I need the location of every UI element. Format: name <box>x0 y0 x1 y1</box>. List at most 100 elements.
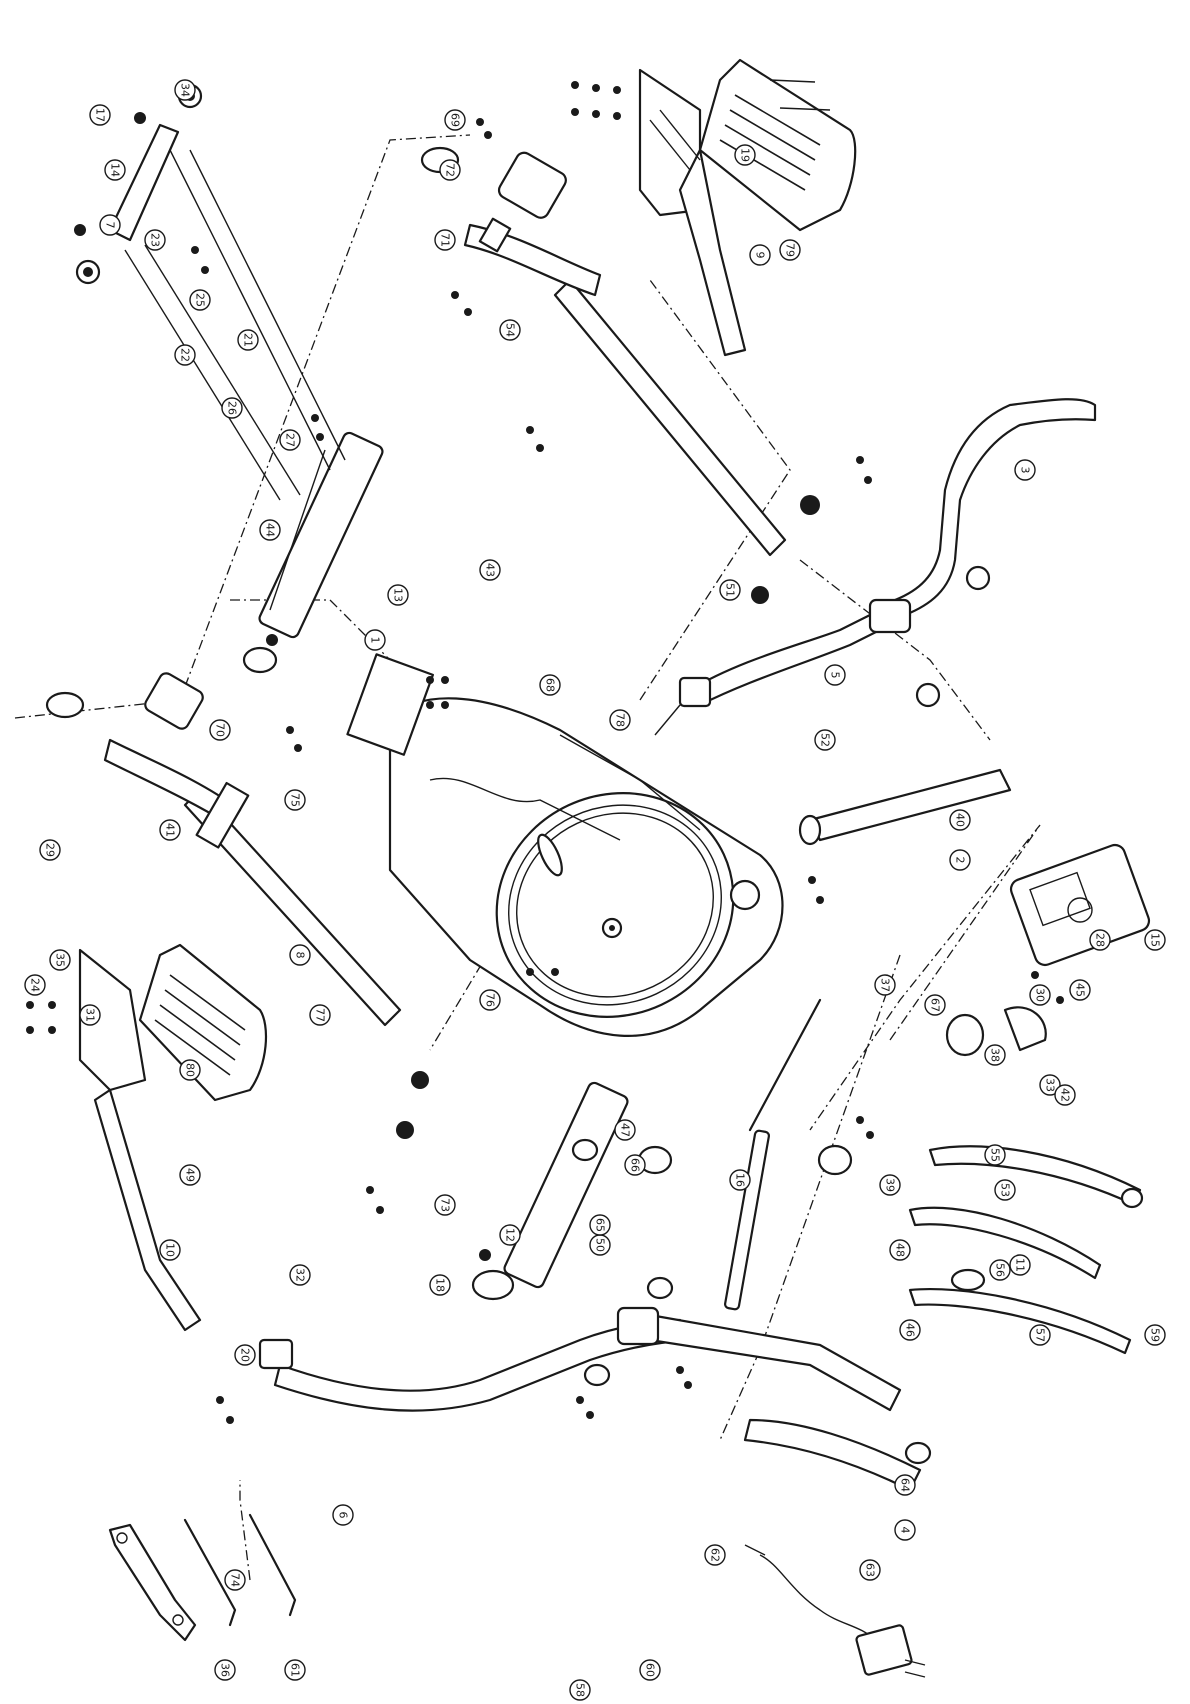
callout-circle <box>179 1059 201 1081</box>
callout-circle <box>994 1179 1016 1201</box>
callout-number: 71 <box>439 233 452 247</box>
callout-circle <box>189 289 211 311</box>
callout-circle <box>332 1504 354 1526</box>
callout-58: 58 <box>569 1679 591 1701</box>
callout-number: 28 <box>1094 933 1107 947</box>
callout-circle <box>984 1044 1006 1066</box>
callout-24: 24 <box>24 974 46 996</box>
callout-circle <box>639 1659 661 1681</box>
callout-7: 7 <box>99 214 121 236</box>
callout-number: 55 <box>989 1148 1002 1162</box>
callout-number: 27 <box>284 433 297 447</box>
callout-number: 76 <box>484 993 497 1007</box>
callout-number: 30 <box>1034 988 1047 1002</box>
callout-number: 43 <box>484 563 497 577</box>
callout-labels: 1234567891011121314151617181920212223242… <box>24 79 1166 1701</box>
callout-circle <box>89 104 111 126</box>
callout-14: 14 <box>104 159 126 181</box>
callout-28: 28 <box>1089 929 1111 951</box>
callout-number: 3 <box>1019 467 1032 474</box>
callout-77: 77 <box>309 1004 331 1026</box>
callout-number: 29 <box>44 843 57 857</box>
callout-circle <box>924 994 946 1016</box>
callout-circle <box>309 1004 331 1026</box>
callout-number: 47 <box>619 1123 632 1137</box>
callout-13: 13 <box>387 584 409 606</box>
callout-number: 52 <box>819 733 832 747</box>
callout-circle <box>899 1319 921 1341</box>
callout-number: 20 <box>239 1348 252 1362</box>
callout-number: 46 <box>904 1323 917 1337</box>
callout-60: 60 <box>639 1659 661 1681</box>
callout-circle <box>1144 1324 1166 1346</box>
callout-circle <box>434 1194 456 1216</box>
callout-circle <box>859 1559 881 1581</box>
callout-number: 64 <box>899 1478 912 1492</box>
callout-circle <box>289 1264 311 1286</box>
callout-number: 38 <box>989 1048 1002 1062</box>
callout-6: 6 <box>332 1504 354 1526</box>
callout-number: 33 <box>1044 1078 1057 1092</box>
callout-16: 16 <box>729 1169 751 1191</box>
callout-59: 59 <box>1144 1324 1166 1346</box>
tools-and-adapter <box>108 1513 926 1678</box>
callout-circle <box>221 397 243 419</box>
callout-circle <box>39 839 61 861</box>
left-pedal-grooves <box>154 974 246 1076</box>
callout-circle <box>1054 1084 1076 1106</box>
front-stabilizer <box>471 1081 673 1301</box>
callout-72: 72 <box>439 159 461 181</box>
callout-number: 17 <box>94 108 107 122</box>
callout-number: 79 <box>784 243 797 257</box>
callout-36: 36 <box>214 1659 236 1681</box>
callout-number: 11 <box>1014 1258 1027 1272</box>
callout-circle <box>444 109 466 131</box>
callout-number: 44 <box>264 523 277 537</box>
callout-80: 80 <box>179 1059 201 1081</box>
callout-number: 22 <box>179 348 192 362</box>
callout-number: 34 <box>179 83 192 97</box>
callout-39: 39 <box>879 1174 901 1196</box>
callout-52: 52 <box>814 729 836 751</box>
callout-circle <box>159 1239 181 1261</box>
callout-number: 73 <box>439 1198 452 1212</box>
callout-number: 48 <box>894 1243 907 1257</box>
callout-number: 2 <box>954 857 967 864</box>
upper-handlebar <box>654 398 1097 736</box>
callout-number: 31 <box>84 1008 97 1022</box>
callout-circle <box>159 819 181 841</box>
callout-64: 64 <box>894 1474 916 1496</box>
callout-circle <box>989 1259 1011 1281</box>
callout-number: 36 <box>219 1663 232 1677</box>
callout-circle <box>609 709 631 731</box>
callout-number: 70 <box>214 723 227 737</box>
callout-63: 63 <box>859 1559 881 1581</box>
callout-circle <box>479 559 501 581</box>
callout-number: 6 <box>337 1512 350 1519</box>
callout-32: 32 <box>289 1264 311 1286</box>
callout-31: 31 <box>79 1004 101 1026</box>
callout-circle <box>439 159 461 181</box>
callout-circle <box>814 729 836 751</box>
callout-circle <box>499 1224 521 1246</box>
callout-circle <box>1144 929 1166 951</box>
callout-33: 33 <box>1039 1074 1061 1096</box>
callout-70: 70 <box>209 719 231 741</box>
right-pedal <box>638 58 857 357</box>
callout-61: 61 <box>284 1659 306 1681</box>
callout-number: 40 <box>954 813 967 827</box>
callout-number: 53 <box>999 1183 1012 1197</box>
callout-circle <box>949 849 971 871</box>
callout-47: 47 <box>614 1119 636 1141</box>
callout-number: 59 <box>1149 1328 1162 1342</box>
callout-circle <box>1039 1074 1061 1096</box>
callout-23: 23 <box>144 229 166 251</box>
callout-circle <box>499 319 521 341</box>
callout-78: 78 <box>609 709 631 731</box>
callout-circle <box>234 1344 256 1366</box>
callout-circle <box>1089 929 1111 951</box>
callout-circle <box>1029 984 1051 1006</box>
callout-41: 41 <box>159 819 181 841</box>
callout-4: 4 <box>894 1519 916 1541</box>
